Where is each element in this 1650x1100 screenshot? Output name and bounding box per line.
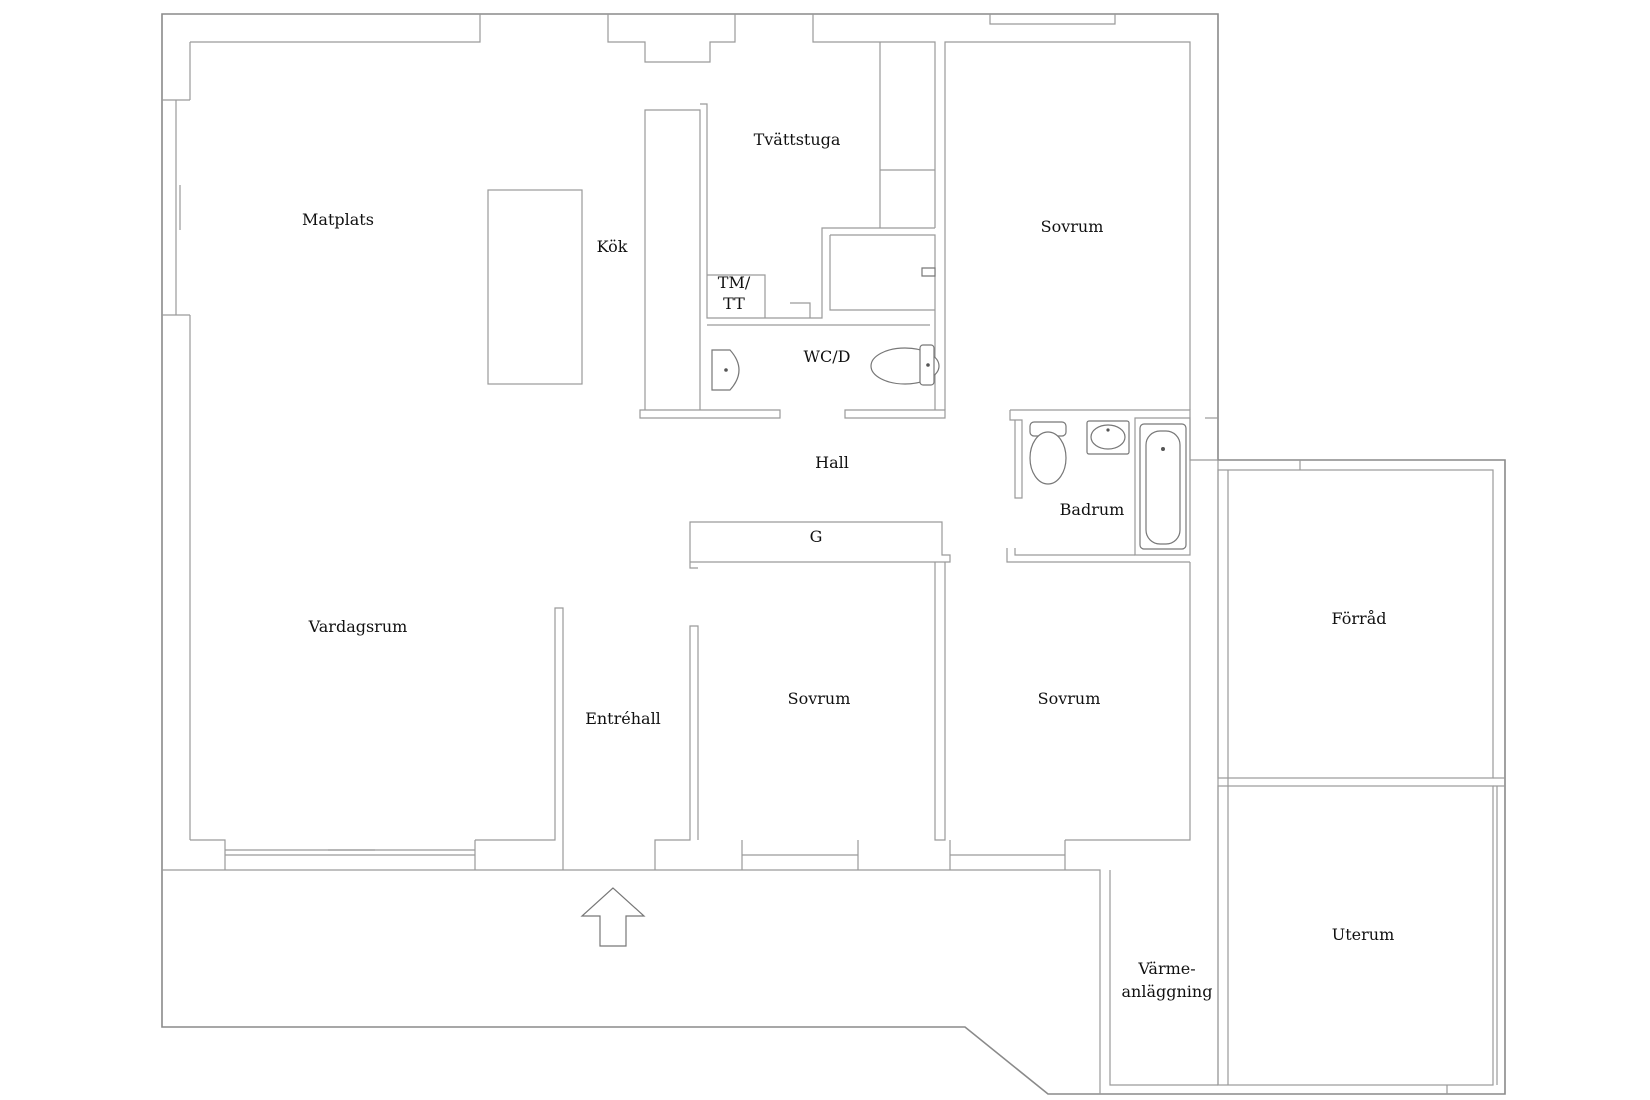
- bathroom-walls: [1006, 409, 1218, 563]
- label-hall: Hall: [815, 453, 849, 472]
- label-tmtt-line2: TT: [723, 294, 745, 313]
- label-sovrum-top: Sovrum: [1041, 217, 1104, 236]
- label-sovrum-right: Sovrum: [1038, 689, 1101, 708]
- entrance-arrow-icon: [580, 887, 646, 947]
- toilet-icon: [870, 344, 940, 386]
- label-entrehall: Entréhall: [585, 709, 661, 728]
- label-vardagsrum: Vardagsrum: [308, 617, 408, 636]
- label-sovrum-mid: Sovrum: [788, 689, 851, 708]
- bathtub-icon: [1139, 423, 1187, 550]
- label-matplats: Matplats: [302, 210, 374, 229]
- label-badrum: Badrum: [1060, 500, 1125, 519]
- label-forrad: Förråd: [1332, 609, 1387, 628]
- kitchen-walls: [487, 42, 946, 419]
- label-kok: Kök: [597, 237, 628, 256]
- label-wcd: WC/D: [804, 347, 851, 366]
- label-tmtt-line1: TM/: [718, 273, 751, 292]
- label-uterum: Uterum: [1332, 925, 1395, 944]
- storage-walls: [1217, 460, 1505, 1094]
- label-varme-line1: Värme-: [1137, 959, 1195, 978]
- closet-walls: [689, 521, 951, 569]
- label-tvattstuga: Tvättstuga: [754, 130, 841, 149]
- toilet-icon: [1029, 421, 1067, 485]
- outer-walls: [161, 13, 1506, 1095]
- label-garderob: G: [810, 527, 823, 546]
- room-labels: Matplats Kök Tvättstuga TM/ TT WC/D Hall…: [302, 130, 1394, 1001]
- label-varme-line2: anläggning: [1122, 982, 1213, 1001]
- fixtures: [580, 267, 1187, 947]
- sink-icon: [711, 349, 740, 391]
- sink-icon: [1086, 420, 1130, 455]
